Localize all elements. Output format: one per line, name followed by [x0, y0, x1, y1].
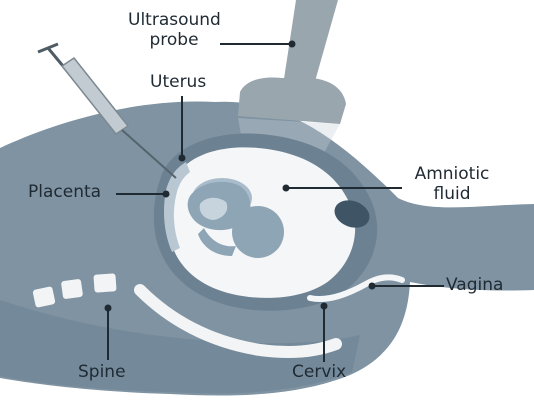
label-ultrasound-probe-line1: Ultrasound — [128, 12, 220, 30]
label-vagina: Vagina — [446, 277, 503, 295]
label-amniotic-fluid: Amniotic fluid — [400, 166, 504, 204]
label-spine: Spine — [78, 364, 126, 382]
label-amniotic-fluid-line2: fluid — [400, 186, 504, 204]
label-ultrasound-probe: Ultrasound probe — [128, 12, 220, 50]
label-ultrasound-probe-line2: probe — [128, 32, 220, 50]
label-cervix: Cervix — [292, 364, 346, 382]
label-uterus: Uterus — [150, 74, 206, 92]
label-placenta: Placenta — [28, 184, 101, 202]
label-amniotic-fluid-line1: Amniotic — [400, 166, 504, 184]
